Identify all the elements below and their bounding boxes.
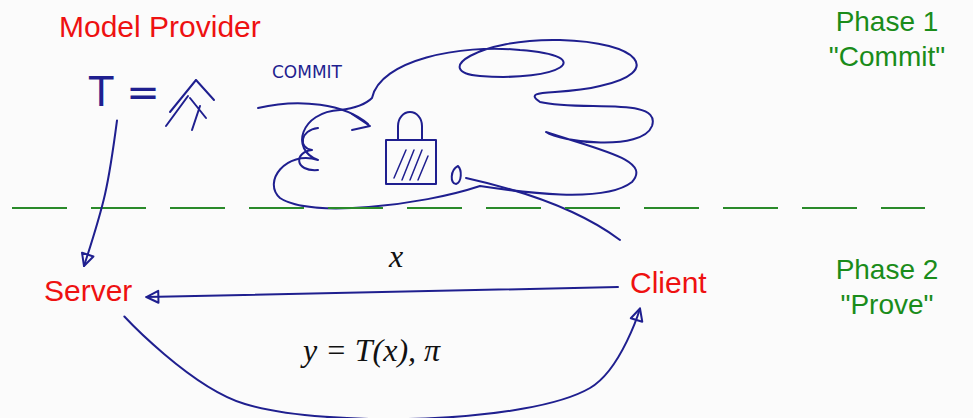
phase-divider [12, 207, 925, 209]
small-loop [452, 166, 461, 184]
commit-note: COMMIT [272, 62, 342, 82]
message-label: x [386, 238, 406, 275]
epsilon-squiggle [299, 128, 318, 170]
lock-shackle [398, 112, 422, 140]
message-label: y = T(x), π [300, 332, 443, 369]
message-arrow [146, 287, 618, 297]
actor-name: Model Provider [59, 10, 261, 45]
message-arrow [84, 121, 117, 267]
phase-label: Phase 2 "Prove" [812, 252, 962, 322]
provider-actor: Model Provider T = [55, 8, 265, 117]
commit-arrow-head [352, 114, 370, 130]
server-actor: Server [40, 272, 136, 311]
message-arrow [124, 309, 640, 418]
model-scribble [166, 80, 214, 130]
client-actor: Client [626, 264, 711, 303]
lock-hatch [394, 150, 428, 180]
lock-body [386, 140, 436, 184]
phase-label: Phase 1 "Commit" [812, 4, 962, 74]
actor-name: Server [44, 274, 132, 309]
actor-name: Client [630, 266, 707, 301]
model-symbol: T = [89, 69, 261, 115]
